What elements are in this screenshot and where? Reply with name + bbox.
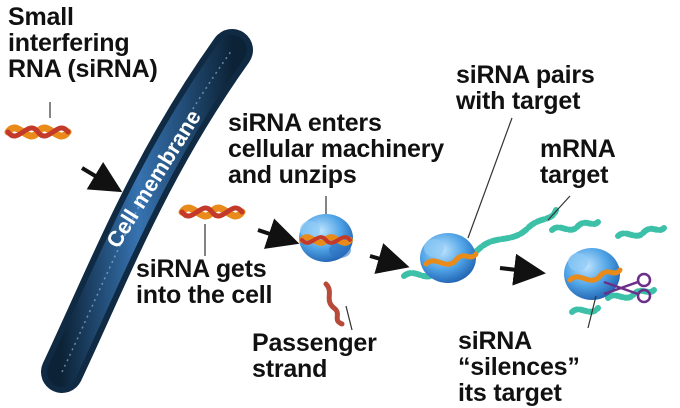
leader-line	[467, 117, 513, 239]
sirna-duplex-inside-icon	[178, 204, 246, 220]
arrow-icon	[499, 253, 546, 286]
silences-label: siRNA “silences” its target	[458, 327, 580, 407]
cell-membrane	[41, 29, 253, 393]
arrow-icon	[257, 218, 300, 249]
sirna-title-label: Small interfering RNA (siRNA)	[8, 3, 158, 83]
gets-into-label: siRNA gets into the cell	[136, 255, 273, 309]
mrna-target-label: mRNA target	[540, 135, 616, 189]
leader-line	[587, 295, 597, 329]
enters-label: siRNA enters cellular machinery and unzi…	[228, 109, 444, 189]
protein-complex-icon	[420, 233, 479, 283]
leader-line	[547, 195, 571, 221]
passenger-strand-icon	[323, 281, 345, 327]
passenger-label: Passenger strand	[252, 329, 377, 383]
mrna-strand-icon	[401, 207, 559, 280]
leader-line	[345, 305, 353, 331]
arrow-icon	[369, 243, 410, 274]
protein-complex-icon	[564, 248, 623, 300]
pairs-label: siRNA pairs with target	[456, 61, 595, 115]
protein-complex-icon	[299, 214, 353, 262]
scissors-icon	[603, 272, 652, 304]
sirna-duplex-icon	[4, 124, 72, 140]
arrow-icon	[80, 161, 123, 193]
